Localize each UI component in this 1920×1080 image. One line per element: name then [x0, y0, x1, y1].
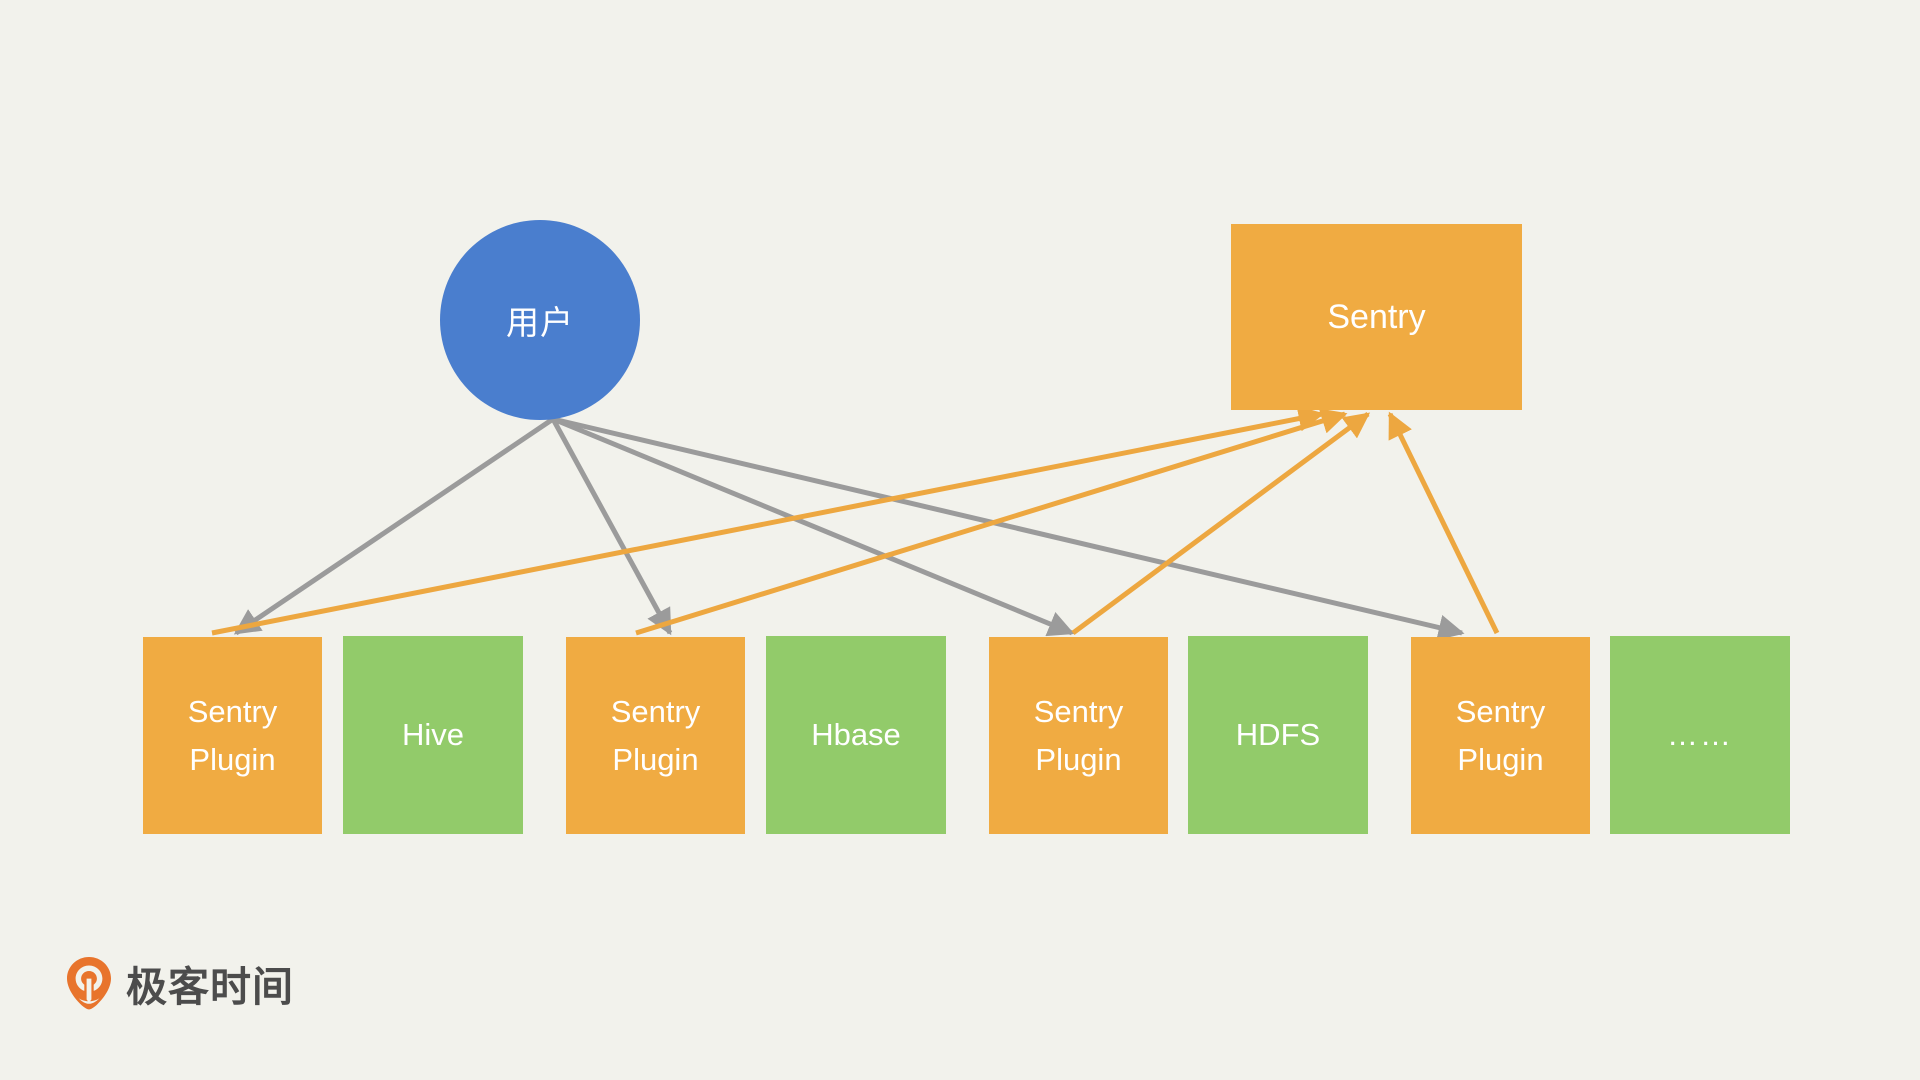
node-sentry-plugin-4-label: Sentry Plugin	[1456, 688, 1546, 782]
node-sentry-plugin-3[interactable]: Sentry Plugin	[989, 637, 1168, 834]
node-service-hive-label: Hive	[401, 717, 464, 752]
node-sentry-plugin-4[interactable]: Sentry Plugin	[1411, 637, 1590, 834]
node-service-hbase-label: Hbase	[811, 717, 901, 752]
node-sentry-plugin-1[interactable]: Sentry Plugin	[143, 637, 322, 834]
edge-group-plugins-to-sentry	[211, 405, 1500, 636]
node-sentry-plugin-2[interactable]: Sentry Plugin	[566, 637, 745, 834]
node-service-hdfs[interactable]: HDFS	[1188, 636, 1368, 834]
plugin-4-line2: Plugin	[1457, 741, 1544, 777]
edge-plugin-1-to-sentry	[211, 405, 1325, 636]
node-sentry[interactable]: Sentry	[1231, 224, 1522, 410]
node-service-hive[interactable]: Hive	[343, 636, 523, 834]
node-user[interactable]: 用户	[440, 220, 640, 420]
node-user-label: 用户	[506, 304, 574, 341]
node-sentry-plugin-3-label: Sentry Plugin	[1034, 688, 1124, 782]
edge-user-to-plugin-1	[233, 416, 555, 636]
plugin-1-line1: Sentry	[187, 694, 278, 730]
node-service-more[interactable]: ……	[1610, 636, 1790, 834]
plugin-1-line2: Plugin	[189, 741, 276, 777]
geektime-logo-icon	[66, 956, 112, 1010]
edge-plugin-2-to-sentry	[635, 408, 1348, 636]
edge-plugin-3-to-sentry	[1071, 411, 1371, 636]
plugin-3-line1: Sentry	[1033, 694, 1124, 730]
edge-user-to-plugin-3	[552, 416, 1075, 637]
edge-user-to-plugin-4	[552, 416, 1465, 641]
edge-plugin-4-to-sentry	[1387, 411, 1500, 635]
node-service-hbase[interactable]: Hbase	[766, 636, 946, 834]
node-service-hdfs-label: HDFS	[1235, 717, 1321, 752]
node-sentry-plugin-2-label: Sentry Plugin	[611, 688, 701, 782]
edge-user-to-plugin-2	[550, 417, 673, 636]
node-service-more-label: ……	[1667, 717, 1733, 752]
brand-logo: 极客时间	[66, 953, 294, 1013]
plugin-2-line1: Sentry	[610, 694, 701, 730]
node-sentry-label: Sentry	[1327, 297, 1426, 336]
plugin-2-line2: Plugin	[612, 741, 699, 777]
plugin-3-line2: Plugin	[1035, 741, 1122, 777]
edge-group-user-to-plugins	[233, 416, 1465, 641]
node-sentry-plugin-1-label: Sentry Plugin	[188, 688, 278, 782]
brand-name: 极客时间	[126, 963, 294, 1011]
plugin-4-line1: Sentry	[1455, 694, 1546, 730]
